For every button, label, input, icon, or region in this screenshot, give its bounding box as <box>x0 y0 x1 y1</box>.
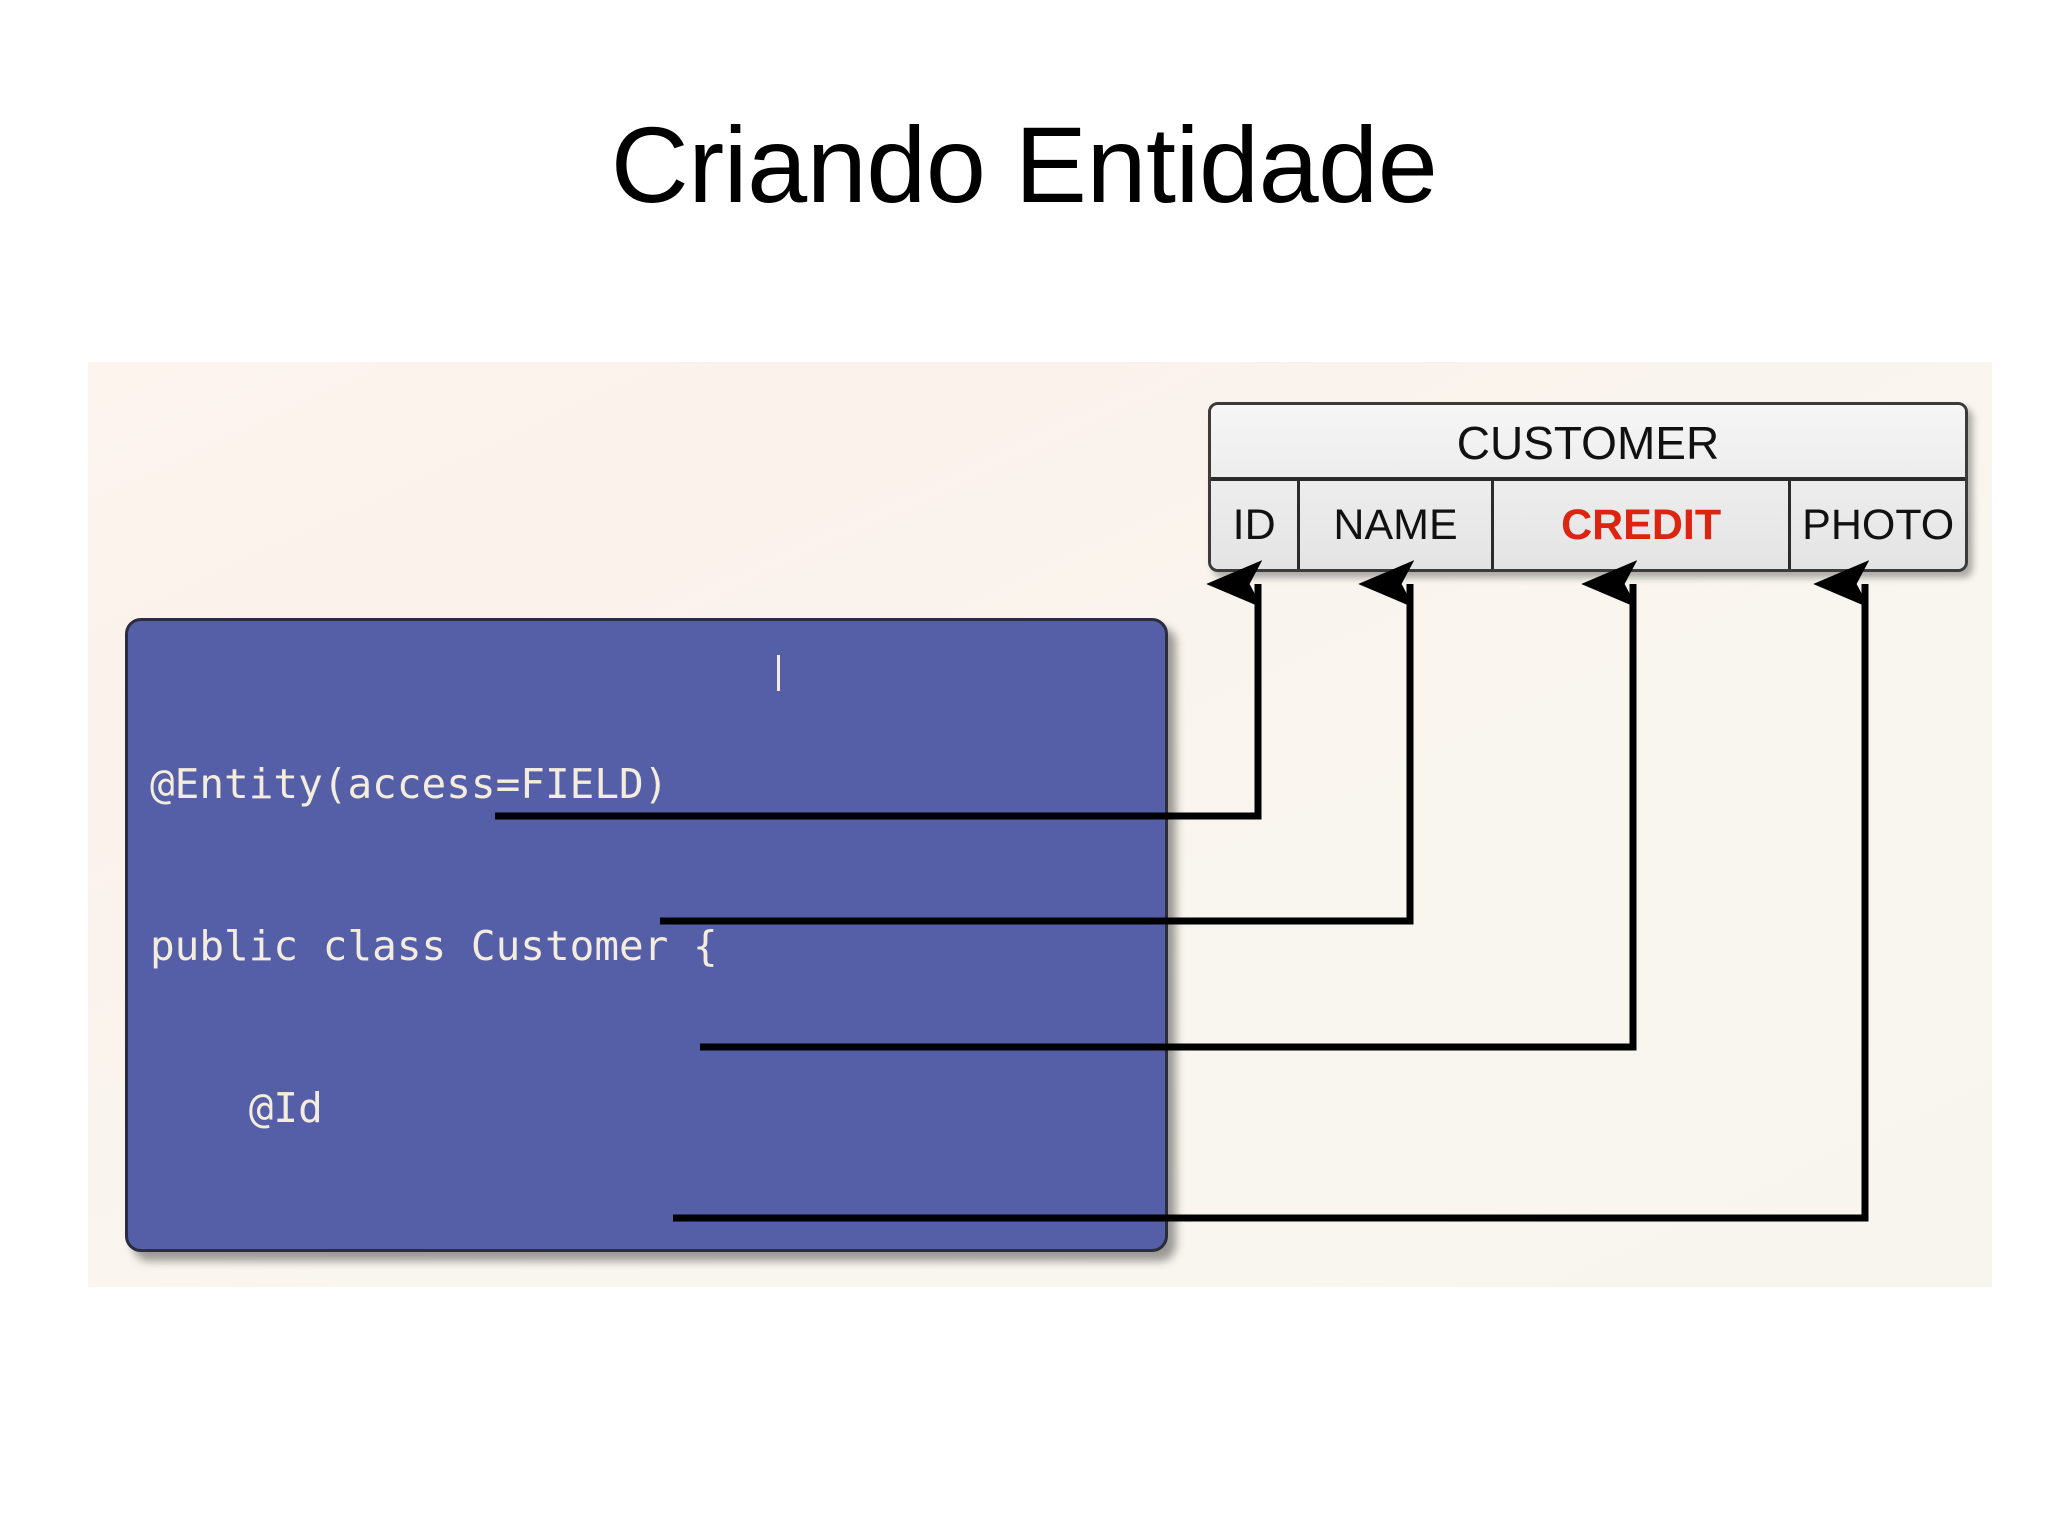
code-line-3: int id; <box>150 1243 1165 1249</box>
page-title: Criando Entidade <box>610 104 1438 225</box>
diagram-panel: CUSTOMER ID NAME CREDIT PHOTO @Entity(ac… <box>88 362 1992 1287</box>
text-caret-icon <box>777 655 780 691</box>
customer-table: CUSTOMER ID NAME CREDIT PHOTO <box>1208 402 1968 572</box>
customer-table-title: CUSTOMER <box>1211 405 1965 481</box>
table-column-photo: PHOTO <box>1802 500 1955 549</box>
code-block: @Entity(access=FIELD) public class Custo… <box>125 618 1168 1252</box>
table-column-id: ID <box>1211 481 1301 569</box>
table-column-name: NAME <box>1300 481 1494 569</box>
code-line-2: @Id <box>150 1084 323 1132</box>
table-column-credit: CREDIT <box>1494 481 1792 569</box>
code-line-1: public class Customer { <box>150 922 718 970</box>
code-line-0: @Entity(access=FIELD) <box>150 760 669 808</box>
customer-table-columns-row: ID NAME CREDIT PHOTO <box>1211 481 1965 569</box>
